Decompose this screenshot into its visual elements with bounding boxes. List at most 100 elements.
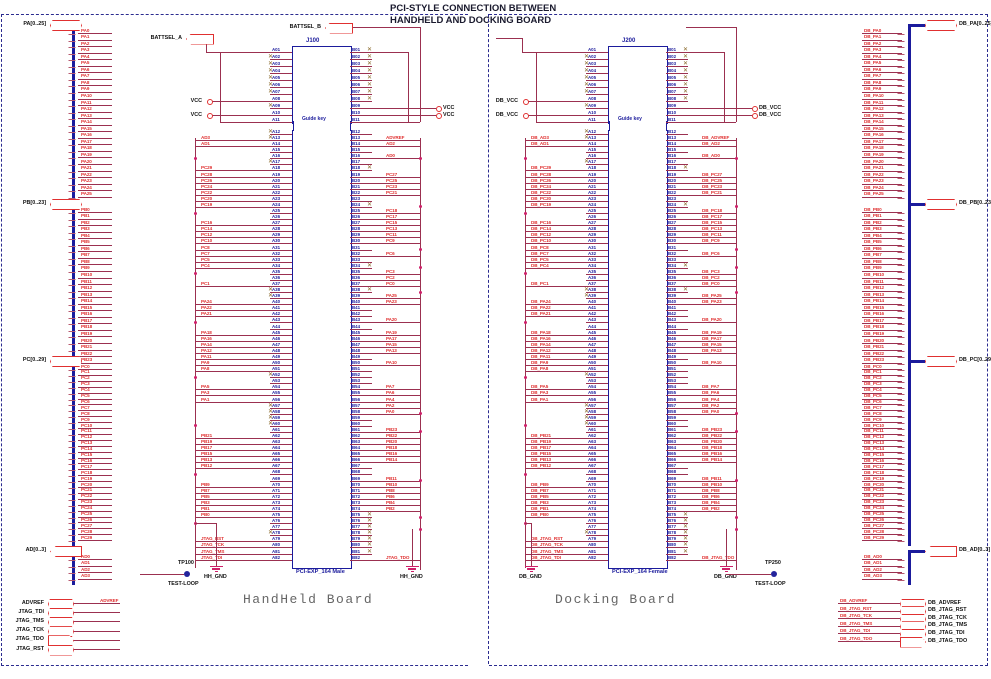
port-db-pa-0-25-[interactable] bbox=[925, 20, 957, 31]
connector-pin-wire bbox=[586, 267, 608, 269]
pin-net-wire bbox=[195, 188, 270, 190]
bus-ripper-wire bbox=[862, 323, 902, 325]
connector-pin-number: A58 bbox=[272, 408, 281, 414]
bus-net-label: DB_PB11 bbox=[864, 278, 884, 284]
junction-dot bbox=[418, 479, 422, 483]
bus-net-label: PB1 bbox=[81, 213, 90, 219]
connector-pin-number: B79 bbox=[668, 536, 677, 542]
connector-pin-number: A38 bbox=[588, 287, 597, 293]
connector-body-lower[interactable] bbox=[608, 130, 668, 569]
connector-pin-wire bbox=[666, 146, 688, 148]
pin-net-label: ADVREF bbox=[386, 135, 405, 141]
pin-net-label: DB_PA2 bbox=[702, 402, 720, 408]
port-label: DB_ADVREF bbox=[928, 599, 961, 606]
connector-pin-wire bbox=[350, 553, 372, 555]
port-ad-0-3-[interactable] bbox=[50, 546, 82, 557]
power-terminal[interactable] bbox=[752, 113, 758, 119]
bus-net-label: PC26 bbox=[81, 516, 93, 522]
test-point[interactable] bbox=[184, 571, 190, 577]
port-battsel-b[interactable] bbox=[325, 22, 353, 34]
connector-pin-wire bbox=[270, 108, 292, 109]
connector-pin-number: B14 bbox=[352, 141, 361, 147]
connector-pin-number: A15 bbox=[272, 147, 281, 153]
connector-pin-number: A02 bbox=[272, 54, 281, 59]
bus-ripper-wire bbox=[78, 369, 112, 370]
battsel-b-wire bbox=[688, 52, 724, 53]
pin-net-wire bbox=[195, 504, 270, 506]
power-terminal[interactable] bbox=[436, 106, 442, 112]
port-label: DB_PA[0..25] bbox=[959, 21, 991, 27]
battsel-a-wire bbox=[496, 38, 522, 39]
bus-ripper-wire bbox=[862, 433, 902, 435]
connector-pin-number: B80 bbox=[352, 542, 361, 548]
connector-body-upper[interactable] bbox=[292, 46, 352, 124]
pin-net-wire bbox=[525, 237, 586, 239]
signal-wire bbox=[72, 603, 120, 604]
connector-pin-wire bbox=[270, 498, 292, 500]
pin-net-wire bbox=[688, 450, 736, 452]
pin-net-wire bbox=[688, 438, 736, 439]
pin-net-label: AD0 bbox=[386, 153, 395, 159]
port-db-pc-0-29-[interactable] bbox=[925, 356, 957, 367]
power-terminal[interactable] bbox=[207, 99, 213, 105]
connector-pin-number: B38 bbox=[668, 287, 677, 293]
port-pc-0-29-[interactable] bbox=[50, 356, 82, 367]
pin-net-wire bbox=[688, 243, 736, 245]
port-pa-0-25-[interactable] bbox=[50, 20, 82, 31]
pin-net-label: PB12 bbox=[201, 463, 213, 469]
connector-pin-number: B70 bbox=[352, 481, 361, 487]
connector-pin-number: A73 bbox=[272, 499, 281, 505]
power-terminal[interactable] bbox=[207, 113, 213, 119]
pin-net-label: DB_PC12 bbox=[531, 232, 551, 238]
connector-pin-number: B68 bbox=[352, 469, 361, 475]
connector-pin-wire bbox=[270, 504, 292, 506]
port-db-ad-0-3-[interactable] bbox=[925, 546, 957, 557]
port-pb-0-23-[interactable] bbox=[50, 199, 82, 210]
pin-net-label: DB_PC28 bbox=[531, 171, 551, 177]
no-connect-marker: ✕ bbox=[268, 82, 274, 88]
test-point[interactable] bbox=[771, 571, 777, 577]
port-jtag_rst[interactable] bbox=[48, 644, 74, 656]
pin-net-label: DB_AD2 bbox=[702, 141, 720, 147]
port-db_jtag_tdo[interactable] bbox=[900, 636, 926, 648]
pin-net-wire bbox=[195, 182, 270, 184]
connector-pin-number: A74 bbox=[272, 505, 281, 511]
connector-pin-number: A52 bbox=[272, 372, 281, 378]
connector-pin-number: B72 bbox=[668, 493, 677, 499]
bus-ripper-wire bbox=[862, 565, 902, 567]
bus-net-label: DB_PC24 bbox=[864, 505, 884, 511]
connector-pin-number: A11 bbox=[588, 117, 596, 122]
pin-net-wire bbox=[688, 182, 736, 184]
connector-pin-wire bbox=[350, 219, 372, 221]
pin-net-label: DB_PC13 bbox=[702, 226, 722, 232]
bus-ripper-wire bbox=[862, 78, 902, 80]
power-terminal[interactable] bbox=[523, 99, 529, 105]
pin-net-wire bbox=[195, 146, 270, 148]
power-terminal[interactable] bbox=[523, 113, 529, 119]
port-db-pb-0-23-[interactable] bbox=[925, 199, 957, 210]
connector-body-upper[interactable] bbox=[608, 46, 668, 124]
power-terminal[interactable] bbox=[436, 113, 442, 119]
pin-net-wire bbox=[688, 352, 736, 354]
connector-pin-wire bbox=[350, 115, 372, 116]
connector-pin-wire bbox=[586, 164, 608, 166]
no-connect-marker: ✕ bbox=[367, 89, 373, 95]
connector-pin-number: A05 bbox=[272, 75, 281, 80]
pin-net-wire bbox=[525, 346, 586, 348]
connector-pin-wire bbox=[586, 431, 608, 433]
connector-pin-number: A10 bbox=[272, 110, 281, 115]
pin-net-label: PB9 bbox=[201, 481, 210, 487]
pin-net-label: PC9 bbox=[386, 238, 395, 244]
connector-body-lower[interactable] bbox=[292, 130, 352, 569]
connector-pin-wire bbox=[586, 480, 608, 482]
port-battsel-a[interactable] bbox=[186, 33, 214, 45]
connector-pin-number: B36 bbox=[352, 274, 361, 280]
bus-ripper-wire bbox=[862, 439, 902, 441]
bus-net-label: PB9 bbox=[81, 265, 90, 271]
power-terminal[interactable] bbox=[752, 106, 758, 112]
bus-net-label: PA0 bbox=[81, 27, 90, 33]
pin-net-label: JTAG_TDO bbox=[386, 554, 410, 560]
connector-pin-wire bbox=[586, 401, 608, 403]
pin-net-label: DB_PB3 bbox=[531, 499, 549, 505]
pin-net-label: AD3 bbox=[201, 135, 210, 141]
